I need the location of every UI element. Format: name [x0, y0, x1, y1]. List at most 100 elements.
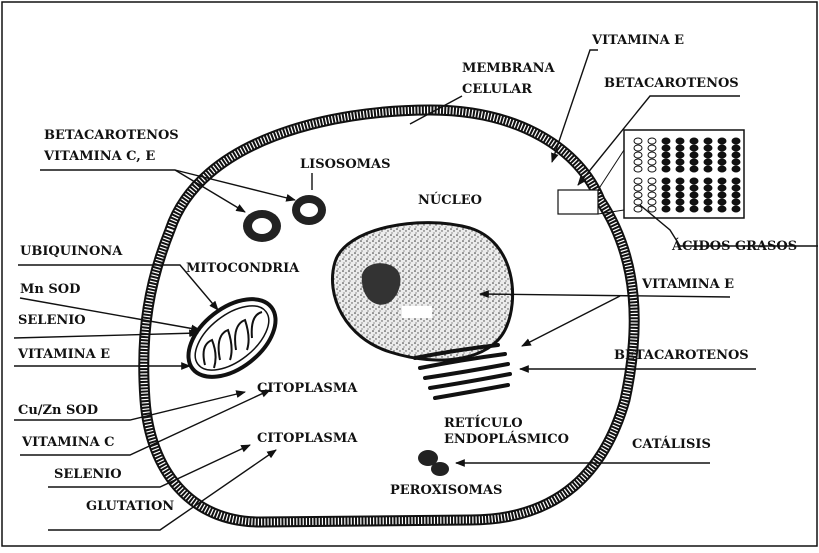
label-catalisis: CATÁLISIS	[632, 436, 711, 452]
label-selenio-1: SELENIO	[18, 313, 86, 328]
fatty-acid-segment	[676, 138, 684, 144]
label-glutation: GLUTATION	[86, 499, 174, 514]
fatty-acid-segment	[634, 192, 642, 198]
label-vitamina-c-e: VITAMINA C, E	[43, 149, 155, 164]
fatty-acid-segment	[718, 159, 726, 165]
fatty-acid-segment	[732, 166, 740, 172]
fatty-acid-segment	[718, 138, 726, 144]
fatty-acid-segment	[676, 178, 684, 184]
fatty-acid-segment	[662, 178, 670, 184]
vitamina-e-right-arrow-1	[480, 294, 730, 297]
fatty-acid-segment	[704, 199, 712, 205]
fatty-acid-segment	[676, 145, 684, 151]
fatty-acid-segment	[732, 145, 740, 151]
fatty-acid-segment	[648, 166, 656, 172]
membrane-zoom-box	[558, 190, 598, 214]
label-celular: CELULAR	[462, 82, 532, 97]
fatty-acid-segment	[634, 206, 642, 212]
fatty-acid-segment	[662, 138, 670, 144]
fatty-acid-segment	[718, 145, 726, 151]
selenio-arrow	[14, 333, 198, 338]
fatty-acid-segment	[732, 138, 740, 144]
fatty-acid-segment	[662, 206, 670, 212]
fatty-acid-segment	[648, 199, 656, 205]
vitamina-e-right-arrow-2	[522, 296, 620, 346]
fatty-acid-segment	[648, 185, 656, 191]
label-vitamina-e-right: VITAMINA E	[641, 277, 734, 292]
label-endoplasmico: ENDOPLÁSMICO	[444, 431, 569, 447]
label-betacarotenos-top: BETACAROTENOS	[604, 76, 739, 91]
fatty-acid-segment	[676, 152, 684, 158]
fatty-acid-segment	[718, 152, 726, 158]
fatty-acid-segment	[704, 178, 712, 184]
fatty-acid-segment	[662, 152, 670, 158]
mitochondrion	[174, 284, 290, 393]
betacarotenos-left-arrow-1	[40, 170, 245, 212]
label-acidos-grasos: ÁCIDOS GRASOS	[671, 238, 797, 254]
fatty-acid-segment	[634, 138, 642, 144]
fatty-acid-segment	[732, 185, 740, 191]
fatty-acid-segment	[648, 138, 656, 144]
fatty-acid-segment	[634, 152, 642, 158]
fatty-acid-segment	[690, 199, 698, 205]
fatty-acid-segment	[662, 159, 670, 165]
label-betacarotenos-left: BETACAROTENOS	[44, 128, 179, 143]
label-betacarotenos-right: BETACAROTENOS	[614, 348, 749, 363]
fatty-acid-segment	[662, 192, 670, 198]
label-vitamina-c: VITAMINA C	[21, 435, 115, 450]
fatty-acid-segment	[718, 199, 726, 205]
label-mn-sod: Mn SOD	[20, 282, 80, 297]
fatty-acid-segment	[676, 166, 684, 172]
fatty-acid-segment	[676, 159, 684, 165]
fatty-acid-segment	[648, 145, 656, 151]
lysosome	[292, 195, 326, 225]
fatty-acid-segment	[634, 166, 642, 172]
fatty-acid-segment	[634, 159, 642, 165]
fatty-acid-segment	[690, 138, 698, 144]
fatty-acid-segment	[676, 192, 684, 198]
fatty-acid-segment	[732, 199, 740, 205]
label-membrana: MEMBRANA	[462, 61, 555, 76]
fatty-acid-segment	[704, 159, 712, 165]
fatty-acid-segment	[704, 206, 712, 212]
fatty-acid-segment	[690, 178, 698, 184]
peroxisome	[418, 450, 449, 476]
fatty-acid-segment	[718, 166, 726, 172]
label-vitamina-e-left: VITAMINA E	[17, 347, 110, 362]
fatty-acid-segment	[704, 185, 712, 191]
fatty-acid-segment	[662, 166, 670, 172]
label-lisosomas: LISOSOMAS	[300, 157, 391, 172]
fatty-acid-segment	[704, 138, 712, 144]
fatty-acid-segment	[690, 145, 698, 151]
fatty-acid-segment	[648, 159, 656, 165]
fatty-acid-segment	[718, 185, 726, 191]
fatty-acid-segment	[718, 206, 726, 212]
nucleus	[332, 223, 512, 360]
label-reticulo: RETÍCULO	[444, 415, 523, 431]
fatty-acid-segment	[690, 192, 698, 198]
fatty-acid-segment	[648, 152, 656, 158]
fatty-acid-segment	[690, 185, 698, 191]
label-nucleo: NÚCLEO	[418, 191, 482, 208]
fatty-acid-segment	[634, 185, 642, 191]
fatty-acid-segment	[676, 185, 684, 191]
label-selenio-2: SELENIO	[54, 467, 122, 482]
fatty-acid-segment	[704, 166, 712, 172]
fatty-acid-segment	[662, 199, 670, 205]
fatty-acid-segment	[648, 206, 656, 212]
fatty-acid-segment	[676, 206, 684, 212]
fatty-acid-segment	[732, 192, 740, 198]
fatty-acid-segment	[732, 178, 740, 184]
label-citoplasma-2: CITOPLASMA	[257, 431, 358, 446]
fatty-acid-segment	[648, 178, 656, 184]
fatty-acid-segment	[662, 145, 670, 151]
label-cu-zn-sod: Cu/Zn SOD	[18, 403, 98, 418]
fatty-acid-segment	[690, 166, 698, 172]
fatty-acid-segment	[704, 192, 712, 198]
label-ubiquinona: UBIQUINONA	[20, 244, 123, 259]
label-citoplasma-1: CITOPLASMA	[257, 381, 358, 396]
fatty-acid-segment	[718, 178, 726, 184]
fatty-acid-segment	[634, 199, 642, 205]
